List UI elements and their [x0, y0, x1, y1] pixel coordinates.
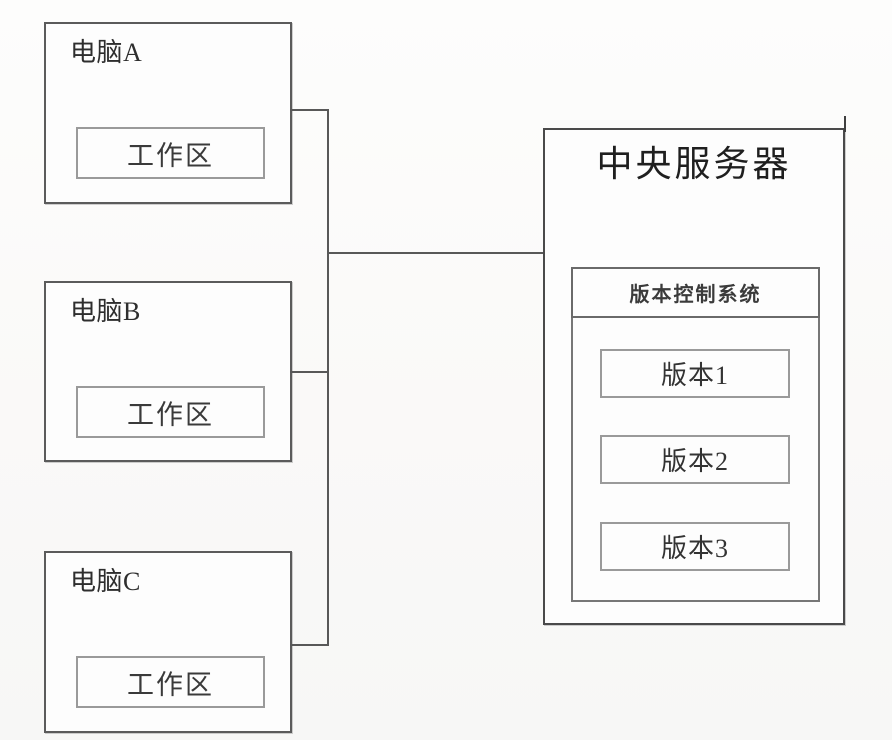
version-3-box[interactable]: 版本3: [600, 522, 790, 571]
connector-bus-spine: [327, 109, 329, 646]
connector-computer-b-stub: [290, 371, 329, 373]
computer-a-workspace-label: 工作区: [127, 140, 214, 171]
computer-b-label: 电脑B: [70, 297, 141, 326]
computer-c-workspace-label: 工作区: [127, 669, 214, 700]
version-control-system-label: 版本控制系统: [629, 282, 762, 306]
version-1-label: 版本1: [660, 361, 729, 390]
computer-c-label: 电脑C: [70, 567, 141, 596]
version-3-label: 版本3: [660, 534, 729, 563]
version-2-label: 版本2: [660, 447, 729, 476]
version-1-box[interactable]: 版本1: [600, 349, 790, 398]
server-edge-overshoot-tick: [844, 116, 846, 132]
version-2-box[interactable]: 版本2: [600, 435, 790, 484]
computer-a-workspace-box[interactable]: 工作区: [76, 127, 265, 179]
computer-c-workspace-box[interactable]: 工作区: [76, 656, 265, 708]
version-control-system-header: 版本控制系统: [571, 267, 820, 318]
central-server-box[interactable]: 中央服务器 版本控制系统 版本1 版本2 版本3: [543, 128, 845, 625]
computer-a-box[interactable]: 电脑A 工作区: [44, 22, 292, 204]
central-server-title: 中央服务器: [596, 144, 792, 184]
connector-server-trunk: [327, 252, 545, 254]
computer-b-workspace-box[interactable]: 工作区: [76, 386, 265, 438]
version-control-system-container[interactable]: 版本控制系统 版本1 版本2 版本3: [571, 267, 820, 602]
computer-b-box[interactable]: 电脑B 工作区: [44, 281, 292, 462]
computer-b-workspace-label: 工作区: [127, 399, 214, 430]
connector-computer-c-stub: [290, 644, 329, 646]
computer-a-label: 电脑A: [70, 38, 143, 67]
connector-computer-a-stub: [290, 109, 329, 111]
computer-c-box[interactable]: 电脑C 工作区: [44, 551, 292, 733]
